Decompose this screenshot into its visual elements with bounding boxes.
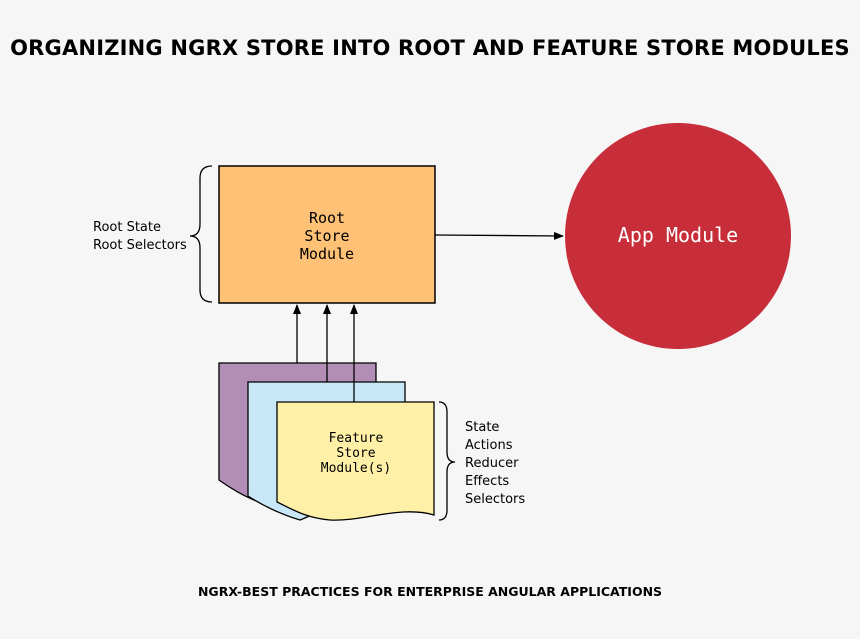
root-to-app-arrow [434, 231, 564, 240]
root-note-selectors: Root Selectors [93, 238, 187, 253]
feature-note-state: State [465, 420, 499, 435]
feature-note-reducer: Reducer [465, 456, 519, 471]
diagram-title: ORGANIZING NGRX STORE INTO ROOT AND FEAT… [10, 36, 850, 60]
root-store-line-1: Root [309, 209, 345, 227]
feature-note-actions: Actions [465, 438, 513, 453]
root-notes-brace [189, 165, 213, 303]
root-store-line-3: Module [300, 245, 354, 263]
root-store-line-2: Store [304, 227, 349, 245]
feature-store-line-2: Store [336, 446, 375, 461]
feature-notes-brace [438, 401, 456, 521]
diagram-footer: NGRX-BEST PRACTICES FOR ENTERPRISE ANGUL… [197, 584, 663, 599]
feature-store-line-1: Feature [329, 431, 384, 446]
feature-note-effects: Effects [465, 474, 509, 489]
root-store-box [218, 165, 436, 304]
feature-note-selectors: Selectors [465, 492, 525, 507]
feature-doc-front [276, 401, 435, 521]
root-note-state: Root State [93, 220, 161, 235]
app-module-circle [565, 123, 791, 349]
feature-store-line-3: Module(s) [321, 461, 391, 476]
app-module-label: App Module [618, 223, 738, 247]
